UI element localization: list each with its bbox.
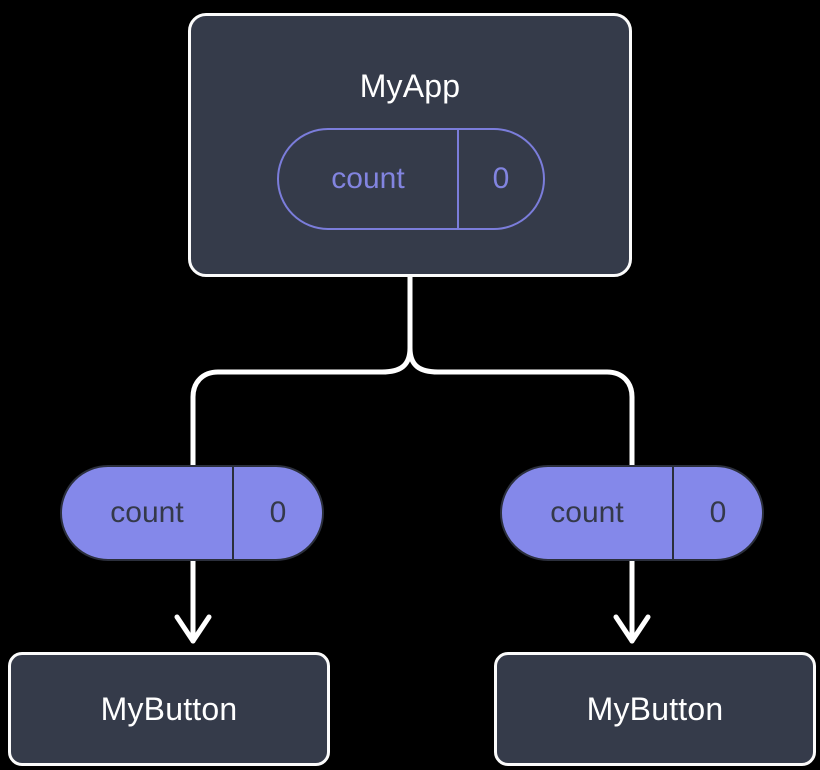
state-pill-branch-right-count[interactable]: count 0: [500, 465, 764, 561]
component-label-mybutton-left: MyButton: [100, 691, 238, 727]
state-pill-value: 0: [709, 496, 727, 529]
arrow-left-state-to-button: [174, 557, 212, 644]
component-label-myapp: MyApp: [359, 68, 461, 104]
fork-from-root-connector: [190, 274, 635, 468]
component-box-mybutton-left[interactable]: MyButton: [8, 652, 330, 766]
component-box-myapp[interactable]: MyApp: [188, 13, 632, 277]
state-pill-value: 0: [269, 496, 287, 529]
component-box-mybutton-right[interactable]: MyButton: [494, 652, 816, 766]
state-pill-value: 0: [492, 162, 510, 195]
state-pill-key: count: [279, 130, 459, 228]
state-pill-myapp-count[interactable]: count 0: [277, 128, 545, 230]
component-label-mybutton-right: MyButton: [586, 691, 724, 727]
arrow-right-state-to-button: [613, 557, 651, 644]
state-pill-key: count: [62, 467, 234, 559]
state-pill-branch-left-count[interactable]: count 0: [60, 465, 324, 561]
state-pill-key: count: [502, 467, 674, 559]
